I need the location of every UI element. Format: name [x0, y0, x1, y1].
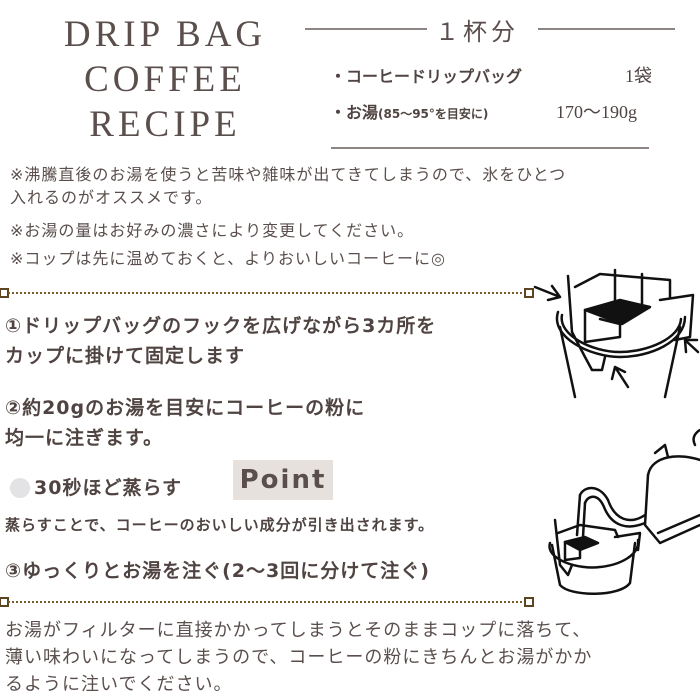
note-1-line-1: ※沸騰直後のお湯を使うと苦味や雑味が出てきてしまうので、氷をひとつ	[10, 165, 567, 184]
ingredient-hot-water-name: ・お湯	[330, 103, 379, 122]
bullet-circle-icon	[10, 478, 30, 498]
ingredient-hot-water-note: (85〜95°を目安に)	[378, 107, 489, 121]
step-2-line-1: ②約20gのお湯を目安にコーヒーの粉に	[5, 397, 366, 419]
serving-divider-right	[538, 28, 675, 30]
title-line-3: RECIPE	[89, 104, 241, 145]
step-1-line-2: カップに掛けて固定します	[5, 345, 246, 367]
note-3: ※コップは先に温めておくと、よりおいしいコーヒーに◎	[10, 249, 446, 268]
footer-line-3: るように注いでください。	[5, 674, 233, 695]
note-1-line-2: 入れるのがオススメです。	[10, 188, 213, 207]
footer-line-2: 薄い味わいになってしまうので、コーヒーの粉にきちんとお湯がかか	[5, 647, 593, 668]
footer-line-1: お湯がフィルターに直接かかってしまうとそのままコップに落ちて、	[5, 620, 592, 641]
steam-label: 30秒ほど蒸らす	[34, 477, 183, 499]
footer-paragraph: お湯がフィルターに直接かかってしまうとそのままコップに落ちて、 薄い味わいになっ…	[5, 617, 592, 698]
recipe-title: DRIP BAG COFFEE RECIPE	[30, 12, 300, 147]
title-line-1: DRIP BAG	[63, 14, 267, 55]
steam-description: 蒸らすことで、コーヒーのおいしい成分が引き出されます。	[5, 516, 435, 534]
serving-label: １杯分	[435, 18, 519, 46]
serving-divider-bottom	[331, 147, 649, 149]
title-line-2: COFFEE	[84, 59, 246, 100]
step-2-line-2: 均一に注ぎます。	[5, 427, 164, 449]
divider-endpoint	[524, 597, 534, 607]
note-2: ※お湯の量はお好みの濃さにより変更してください。	[10, 221, 415, 240]
serving-divider-left	[305, 28, 427, 30]
step-3: ③ゆっくりとお湯を注ぐ(2〜3回に分けて注ぐ)	[5, 560, 430, 582]
dotted-divider-bottom	[8, 601, 526, 603]
step-2: ②約20gのお湯を目安にコーヒーの粉に 均一に注ぎます。	[5, 393, 365, 453]
ingredient-drip-bag: ・コーヒードリップバッグ	[330, 67, 523, 86]
step-1-line-1: ①ドリップバッグのフックを広げながら3カ所を	[5, 315, 437, 337]
ingredient-hot-water-amount: 170〜190g	[556, 102, 637, 122]
step-1: ①ドリップバッグのフックを広げながら3カ所を カップに掛けて固定します	[5, 311, 436, 371]
ingredient-drip-bag-amount: 1袋	[625, 66, 652, 86]
kettle-pouring-into-drip-bag-icon	[548, 428, 700, 595]
point-badge: Point	[233, 460, 333, 500]
divider-endpoint	[524, 288, 534, 298]
ingredient-hot-water: ・お湯(85〜95°を目安に)	[330, 99, 488, 123]
drip-bag-hooked-on-cup-icon	[533, 268, 700, 399]
dotted-divider-top	[8, 292, 526, 294]
